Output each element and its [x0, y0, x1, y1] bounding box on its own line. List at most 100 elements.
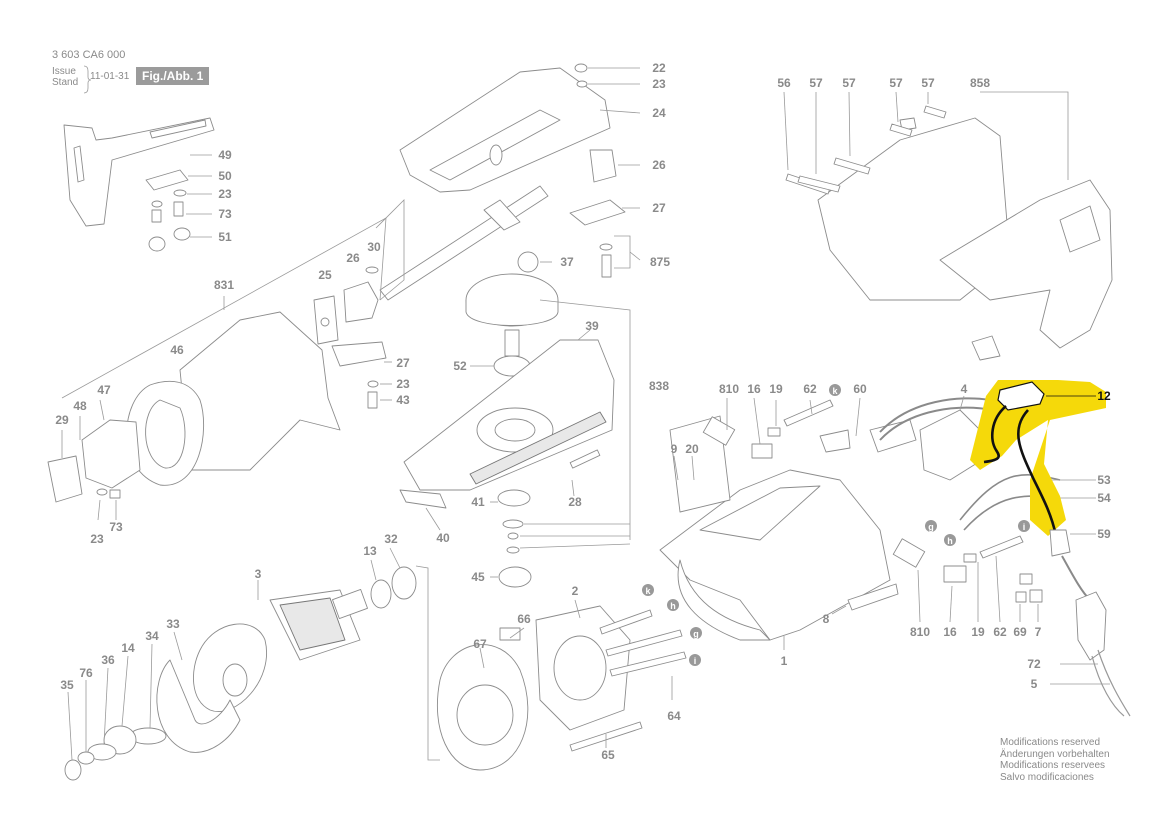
plunger-rod: [379, 185, 549, 301]
callout-k-upper: k: [829, 384, 841, 396]
label-40: 40: [436, 531, 450, 545]
label-54: 54: [1097, 491, 1111, 505]
motor-housing: [659, 415, 899, 641]
front-cover: [126, 311, 341, 486]
stand-label: Stand: [52, 77, 79, 88]
label-37: 37: [560, 255, 574, 269]
svg-text:h: h: [670, 601, 676, 611]
handle-housing: [785, 105, 1113, 361]
label-19-lower: 19: [971, 625, 985, 639]
brush-holder-upper: [702, 399, 851, 459]
label-59: 59: [1097, 527, 1111, 541]
issue-brace: [83, 65, 92, 94]
label-35: 35: [60, 678, 74, 692]
label-32: 32: [384, 532, 398, 546]
svg-text:g: g: [693, 629, 699, 639]
part-labels: 22 23 24 26 27 875 37 49 50 23 73 51 30 …: [55, 61, 1111, 762]
notice-line-fr: Modifications reservees: [1000, 760, 1106, 771]
label-23-plate: 23: [90, 532, 104, 546]
notice-line-es: Salvo modificaciones: [1000, 771, 1094, 783]
label-8: 8: [823, 612, 830, 626]
label-73: 73: [218, 207, 232, 221]
label-66: 66: [517, 612, 531, 626]
label-16-upper: 16: [747, 382, 761, 396]
label-64: 64: [667, 709, 681, 723]
callout-g-right: g: [925, 520, 937, 532]
label-28: 28: [568, 495, 582, 509]
issue-label: Issue: [52, 66, 76, 77]
brush-holder-lower: [892, 535, 1043, 603]
label-57-b: 57: [842, 76, 856, 90]
label-1: 1: [781, 654, 788, 668]
connecting-cable-12: [983, 381, 1058, 537]
clamp-assembly: [313, 266, 387, 409]
bracket-assembly: [63, 117, 215, 252]
label-27-clamp: 27: [396, 356, 410, 370]
label-875: 875: [650, 255, 670, 269]
label-23-clamp: 23: [396, 377, 410, 391]
label-27: 27: [652, 201, 666, 215]
label-3: 3: [255, 567, 262, 581]
label-57-a: 57: [809, 76, 823, 90]
callout-g-left: g: [690, 627, 702, 639]
label-52: 52: [453, 359, 467, 373]
label-26-clamp: 26: [346, 251, 360, 265]
callout-i-right: i: [1018, 520, 1030, 532]
label-831: 831: [214, 278, 234, 292]
document-number: 3 603 CA6 000: [52, 49, 126, 61]
gear-cover-assembly: [399, 63, 626, 278]
callout-i-left: i: [689, 654, 701, 666]
svg-text:i: i: [1023, 522, 1026, 532]
label-62-lower: 62: [993, 625, 1007, 639]
label-76: 76: [79, 666, 93, 680]
label-19-upper: 19: [769, 382, 783, 396]
highlight-region: [970, 380, 1106, 536]
modifications-notice: Modifications reserved Änderungen vorbeh…: [1000, 737, 1110, 783]
callout-k-lower: k: [642, 584, 654, 596]
label-56: 56: [777, 76, 791, 90]
label-50: 50: [218, 169, 232, 183]
label-2: 2: [572, 584, 579, 598]
callout-h-right: h: [944, 534, 956, 546]
issue-stand-label: Issue Stand: [52, 66, 78, 88]
label-45: 45: [471, 570, 485, 584]
power-cable: [1049, 529, 1131, 717]
label-73-plate: 73: [109, 520, 123, 534]
figure-title: Fig./Abb. 1: [136, 67, 210, 85]
notice-line-de: Änderungen vorbehalten: [1000, 748, 1110, 760]
svg-text:k: k: [832, 386, 838, 396]
label-29: 29: [55, 413, 69, 427]
svg-text:g: g: [928, 522, 934, 532]
label-858: 858: [970, 76, 990, 90]
armature: [64, 566, 417, 781]
label-53: 53: [1097, 473, 1111, 487]
label-62-upper: 62: [803, 382, 817, 396]
svg-text:i: i: [694, 656, 697, 666]
issue-date: 11-01-31: [90, 71, 130, 82]
front-plate: [47, 419, 141, 503]
label-810-upper: 810: [719, 382, 739, 396]
label-46: 46: [170, 343, 184, 357]
label-57-c: 57: [889, 76, 903, 90]
label-39: 39: [585, 319, 599, 333]
callout-markers: k k h h g g i i: [642, 384, 1030, 666]
label-12: 12: [1097, 389, 1111, 403]
label-4: 4: [961, 382, 968, 396]
label-48: 48: [73, 399, 87, 413]
svg-text:h: h: [947, 536, 953, 546]
callout-h-left: h: [667, 599, 679, 611]
label-30: 30: [367, 240, 381, 254]
label-22: 22: [652, 61, 666, 75]
label-9: 9: [671, 442, 678, 456]
label-34: 34: [145, 629, 159, 643]
label-810-lower: 810: [910, 625, 930, 639]
notice-line-en: Modifications reserved: [1000, 737, 1101, 748]
label-23: 23: [652, 77, 666, 91]
label-23-bracket: 23: [218, 187, 232, 201]
label-20: 20: [685, 442, 699, 456]
label-69: 69: [1013, 625, 1027, 639]
label-41: 41: [471, 495, 485, 509]
label-24: 24: [652, 106, 666, 120]
label-49: 49: [218, 148, 232, 162]
